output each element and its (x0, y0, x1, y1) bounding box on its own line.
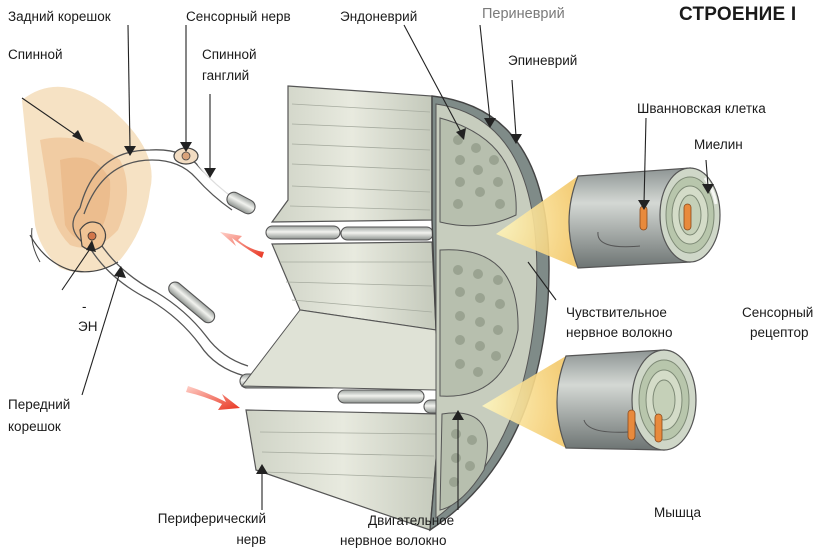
label-spinal: Спинной (8, 46, 63, 63)
label-epineurium: Эпиневрий (508, 52, 577, 69)
spinal-ganglion (174, 148, 230, 196)
label-cut-fragment-2: ЭН (78, 318, 97, 335)
label-cut-fragment-1: - (82, 298, 87, 315)
label-sensory-fiber-1: Чувствительное (566, 304, 667, 321)
label-motor-fiber-2: нервное волокно (340, 532, 447, 549)
label-motor-fiber-1: Двигательное (368, 512, 454, 529)
motor-fiber-closeup (557, 350, 696, 450)
label-sensory-receptor-1: Сенсорный (742, 304, 813, 321)
label-sensory-receptor-2: рецептор (750, 324, 808, 341)
label-posterior-root: Задний корешок (8, 8, 111, 25)
label-sensory-fiber-2: нервное волокно (566, 324, 673, 341)
label-spinal-ganglion-1: Спинной (202, 46, 257, 63)
label-anterior-root-1: Передний (8, 396, 70, 413)
nerve-cross-section (430, 96, 549, 530)
label-muscle: Мышца (654, 504, 701, 521)
label-spinal-ganglion-2: ганглий (202, 67, 249, 84)
nerve-bundle (242, 86, 440, 530)
label-schwann-cell: Шванновская клетка (637, 100, 766, 117)
label-perineurium: Периневрий (482, 6, 565, 23)
label-peripheral-nerve-2: нерв (136, 531, 266, 548)
diagram-title: СТРОЕНИЕ I (679, 4, 796, 26)
label-endoneurium: Эндоневрий (340, 8, 417, 25)
label-peripheral-nerve-1: Периферический (136, 510, 266, 527)
label-sensory-nerve: Сенсорный нерв (186, 8, 291, 25)
label-myelin: Миелин (694, 136, 743, 153)
label-anterior-root-2: корешок (8, 418, 61, 435)
